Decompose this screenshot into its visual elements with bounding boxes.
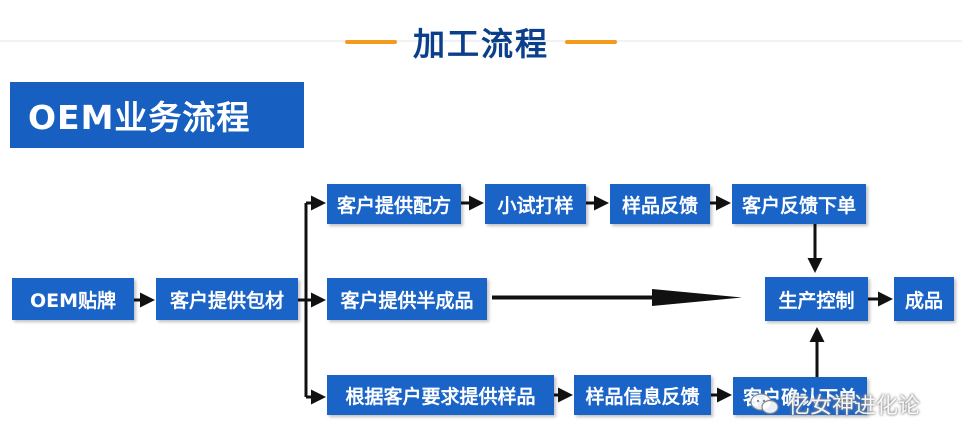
node-production: 生产控制 bbox=[765, 277, 868, 321]
node-sample-info: 样品信息反馈 bbox=[574, 375, 711, 415]
node-trial: 小试打样 bbox=[485, 184, 586, 224]
node-order-feedback-label: 客户反馈下单 bbox=[741, 194, 856, 217]
wechat-icon bbox=[750, 393, 779, 415]
header-bar: OEM业务流程 bbox=[10, 82, 304, 148]
node-production-label: 生产控制 bbox=[778, 289, 855, 312]
node-formula: 客户提供配方 bbox=[327, 184, 461, 224]
node-sample-feedback-label: 样品反馈 bbox=[621, 194, 698, 217]
node-trial-label: 小试打样 bbox=[497, 194, 574, 217]
node-oem: OEM贴牌 bbox=[12, 278, 134, 320]
node-sample-info-label: 样品信息反馈 bbox=[585, 385, 700, 408]
node-semi-label: 客户提供半成品 bbox=[340, 289, 474, 312]
title-dash-left bbox=[344, 40, 397, 44]
node-semi: 客户提供半成品 bbox=[327, 278, 487, 320]
title-dash-right bbox=[565, 40, 617, 44]
node-custom: 根据客户要求提供样品 bbox=[327, 375, 554, 415]
section-title-text: 加工流程 bbox=[412, 25, 549, 63]
node-sample-feedback: 样品反馈 bbox=[610, 184, 710, 224]
node-order-feedback: 客户反馈下单 bbox=[732, 184, 866, 224]
node-materials-label: 客户提供包材 bbox=[169, 289, 284, 312]
node-formula-label: 客户提供配方 bbox=[336, 194, 451, 217]
watermark-text: 亿女神进化论 bbox=[788, 394, 921, 419]
node-finished-label: 成品 bbox=[904, 289, 943, 312]
node-custom-label: 根据客户要求提供样品 bbox=[345, 385, 536, 408]
node-finished: 成品 bbox=[894, 277, 954, 321]
node-confirm-order: 客户确认下单 bbox=[733, 377, 867, 415]
header-text: OEM业务流程 bbox=[28, 98, 251, 137]
arrow-semi-to-production bbox=[492, 289, 742, 306]
node-materials: 客户提供包材 bbox=[156, 278, 298, 320]
section-title: 加工流程 bbox=[0, 20, 962, 64]
watermark: 亿女神进化论 bbox=[750, 384, 920, 424]
node-oem-label: OEM贴牌 bbox=[29, 289, 117, 312]
top-divider-line bbox=[0, 40, 962, 42]
